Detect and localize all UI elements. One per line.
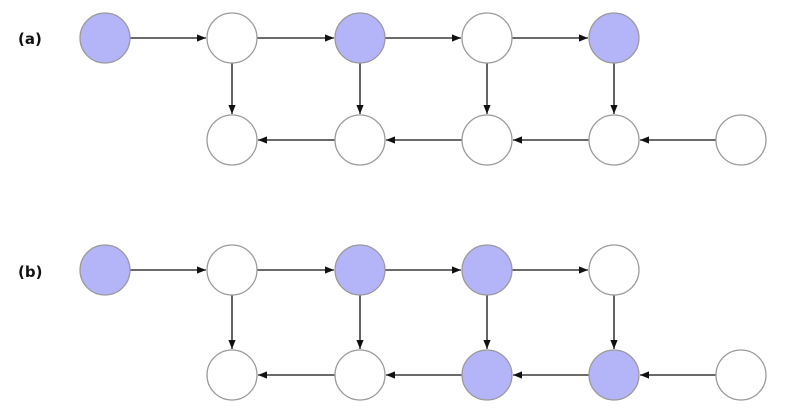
filled-node: [79, 12, 131, 64]
empty-node: [206, 114, 258, 166]
filled-node: [461, 349, 513, 401]
empty-node: [461, 114, 513, 166]
filled-node: [461, 244, 513, 296]
empty-node: [334, 114, 386, 166]
empty-node: [715, 114, 767, 166]
filled-node: [588, 12, 640, 64]
empty-node: [206, 349, 258, 401]
empty-node: [206, 244, 258, 296]
filled-node: [334, 244, 386, 296]
empty-node: [206, 12, 258, 64]
filled-node: [334, 12, 386, 64]
empty-node: [461, 12, 513, 64]
empty-node: [588, 244, 640, 296]
filled-node: [79, 244, 131, 296]
panel-label-b: (b): [18, 263, 42, 281]
empty-node: [334, 349, 386, 401]
empty-node: [715, 349, 767, 401]
filled-node: [588, 349, 640, 401]
panel-label-a: (a): [18, 30, 42, 48]
empty-node: [588, 114, 640, 166]
